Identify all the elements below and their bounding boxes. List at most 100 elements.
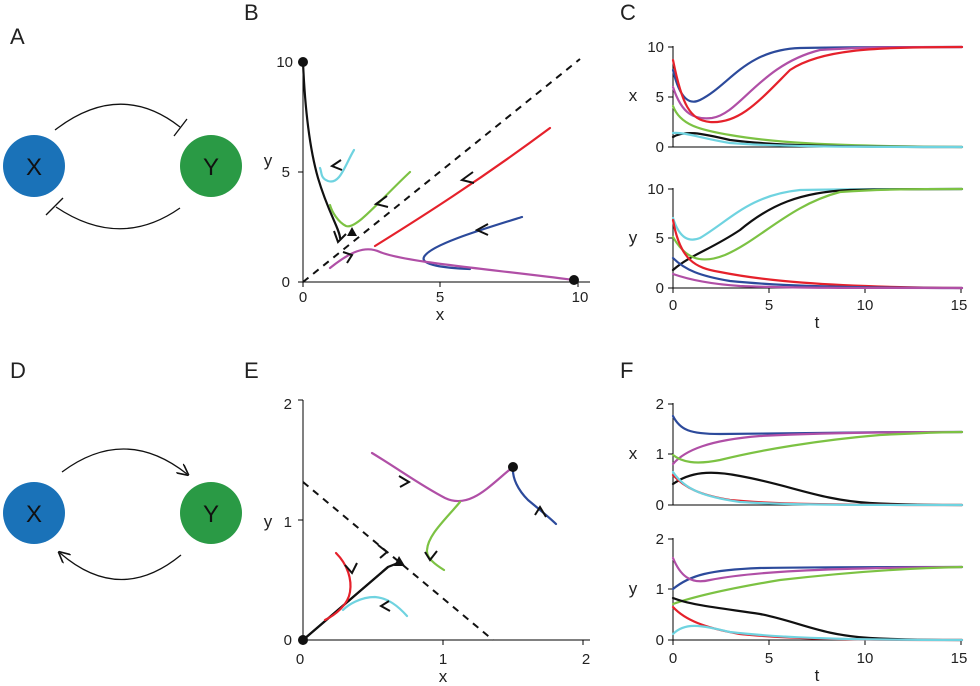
c-top-ytick-1: 5 [656, 89, 664, 106]
f-top-green [671, 430, 964, 464]
e-saddle-point [394, 556, 405, 566]
e-arrow-green [424, 550, 438, 562]
inhibition-x-to-y [54, 103, 181, 131]
b-traj-magenta [328, 248, 576, 282]
c-bottom-cyan [671, 187, 964, 241]
c-bottom-axes [672, 188, 962, 289]
f-top-red [671, 473, 964, 507]
e-arrow-blue [534, 505, 547, 518]
panel-label-d: D [10, 358, 26, 383]
e-arrow-red [344, 562, 358, 575]
f-bottom-ytick-2: 2 [656, 531, 664, 548]
b-traj-red [373, 126, 552, 248]
node-y-label-d: Y [203, 501, 219, 528]
panel-label-e: E [244, 358, 259, 383]
b-saddle-point [347, 227, 357, 236]
e-xtick-1: 1 [439, 651, 447, 668]
c-top-ylabel: x [629, 86, 638, 105]
e-traj-magenta [370, 451, 515, 503]
b-xtick-2: 10 [572, 289, 589, 306]
b-traj-cyan [318, 148, 356, 183]
e-arrow-cyan [379, 600, 391, 612]
panel-d: D X Y [3, 358, 242, 581]
f-top-ytick-2: 2 [656, 396, 664, 413]
f-bottom-ylabel: y [629, 579, 638, 598]
b-separatrix [302, 58, 581, 283]
c-top-ytick-2: 10 [647, 39, 664, 56]
panel-label-c: C [620, 0, 636, 25]
b-arrow-red [459, 171, 475, 184]
e-xtick-2: 2 [582, 651, 590, 668]
f-top-ylabel: x [629, 444, 638, 463]
b-arrow-black [333, 230, 347, 244]
node-x-label-a: X [26, 154, 42, 181]
panel-b: B 0 5 10 0 5 10 x y [244, 0, 590, 324]
inhibition-bar-y [173, 118, 188, 137]
b-arrow-cyan [329, 159, 343, 171]
f-xtick-1: 5 [765, 650, 773, 667]
f-xtick-2: 10 [857, 650, 874, 667]
c-top-ytick-0: 0 [656, 139, 664, 156]
inhibition-y-to-x [55, 206, 181, 230]
b-xlabel: x [436, 305, 445, 324]
f-bottom-ytick-0: 0 [656, 632, 664, 649]
f-xtick-0: 0 [669, 650, 677, 667]
b-ytick-1: 5 [282, 164, 290, 181]
node-y-label-a: Y [203, 154, 219, 181]
inhibition-bar-x [45, 197, 64, 216]
e-ylabel: y [264, 512, 273, 531]
f-bottom-ytick-1: 1 [656, 581, 664, 598]
c-bottom-red [671, 218, 964, 290]
c-xtick-2: 10 [857, 297, 874, 314]
f-top-cyan [671, 470, 964, 507]
e-xlabel: x [439, 667, 448, 686]
panel-c: C 0 5 10 x 0 5 10 y 0 5 10 15 t [620, 0, 967, 332]
e-arrow-black [377, 544, 389, 559]
c-bottom-ytick-0: 0 [656, 280, 664, 297]
axes-b [302, 62, 590, 283]
e-traj-cyan [341, 595, 409, 618]
e-stable-point-origin [298, 635, 308, 645]
panel-label-a: A [10, 24, 25, 49]
b-ytick-2: 10 [276, 54, 293, 71]
panel-label-f: F [620, 358, 633, 383]
c-top-red [671, 45, 964, 124]
c-xtick-1: 5 [765, 297, 773, 314]
c-bottom-ylabel: y [629, 228, 638, 247]
c-xtick-3: 15 [951, 297, 968, 314]
e-traj-blue [511, 465, 558, 526]
f-xlabel: t [815, 666, 820, 685]
f-top-ytick-0: 0 [656, 497, 664, 514]
c-bottom-ytick-2: 10 [647, 181, 664, 198]
c-bottom-ytick-1: 5 [656, 230, 664, 247]
b-traj-black [301, 60, 342, 240]
f-top-magenta [671, 430, 964, 466]
c-xtick-0: 0 [669, 297, 677, 314]
b-xtick-1: 5 [436, 289, 444, 306]
c-xlabel: t [815, 313, 820, 332]
b-ylabel: y [264, 151, 273, 170]
node-x-a [3, 135, 65, 197]
f-bottom-axes [672, 538, 962, 641]
c-bottom-green [671, 187, 964, 261]
b-traj-green [328, 170, 412, 228]
e-stable-point-high [508, 462, 518, 472]
node-x-label-d: X [26, 501, 42, 528]
b-arrow-magenta [342, 251, 354, 264]
b-xtick-0: 0 [299, 289, 307, 306]
f-top-ytick-1: 1 [656, 446, 664, 463]
f-top-axes [672, 403, 962, 506]
e-traj-red [323, 551, 352, 622]
e-arrow-magenta [398, 475, 411, 488]
c-top-blue [671, 45, 964, 103]
f-xtick-3: 15 [951, 650, 968, 667]
b-arrow-green [373, 195, 389, 208]
f-bottom-black [671, 596, 964, 642]
activation-y-to-x [60, 553, 182, 581]
c-top-cyan [671, 131, 964, 149]
f-top-black [671, 471, 964, 507]
b-traj-blue [422, 215, 524, 271]
f-bottom-magenta [671, 556, 964, 583]
